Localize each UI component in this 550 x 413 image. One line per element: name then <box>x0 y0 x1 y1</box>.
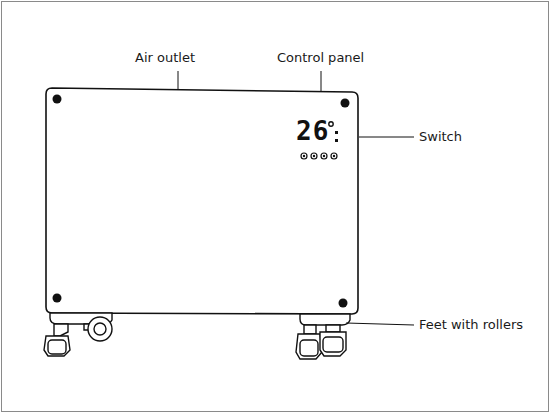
control-button-dots <box>303 155 335 157</box>
mount-dot <box>341 99 350 108</box>
indicator <box>335 131 338 134</box>
part-label: Switch <box>419 129 462 145</box>
display-digits: 26 <box>296 117 329 145</box>
mount-dot <box>339 299 348 308</box>
degree-mark <box>329 122 333 126</box>
mount-dot <box>53 95 62 104</box>
mount-dot <box>53 294 62 303</box>
part-label: Control panel <box>277 50 364 66</box>
control-buttons <box>301 153 337 159</box>
part-label: Feet with rollers <box>419 317 523 333</box>
leader-lines <box>178 71 414 325</box>
heater-panel <box>46 88 358 314</box>
part-label: Air outlet <box>135 50 195 66</box>
foot-left <box>44 313 112 356</box>
indicator <box>335 139 338 142</box>
foot-right <box>296 314 350 359</box>
